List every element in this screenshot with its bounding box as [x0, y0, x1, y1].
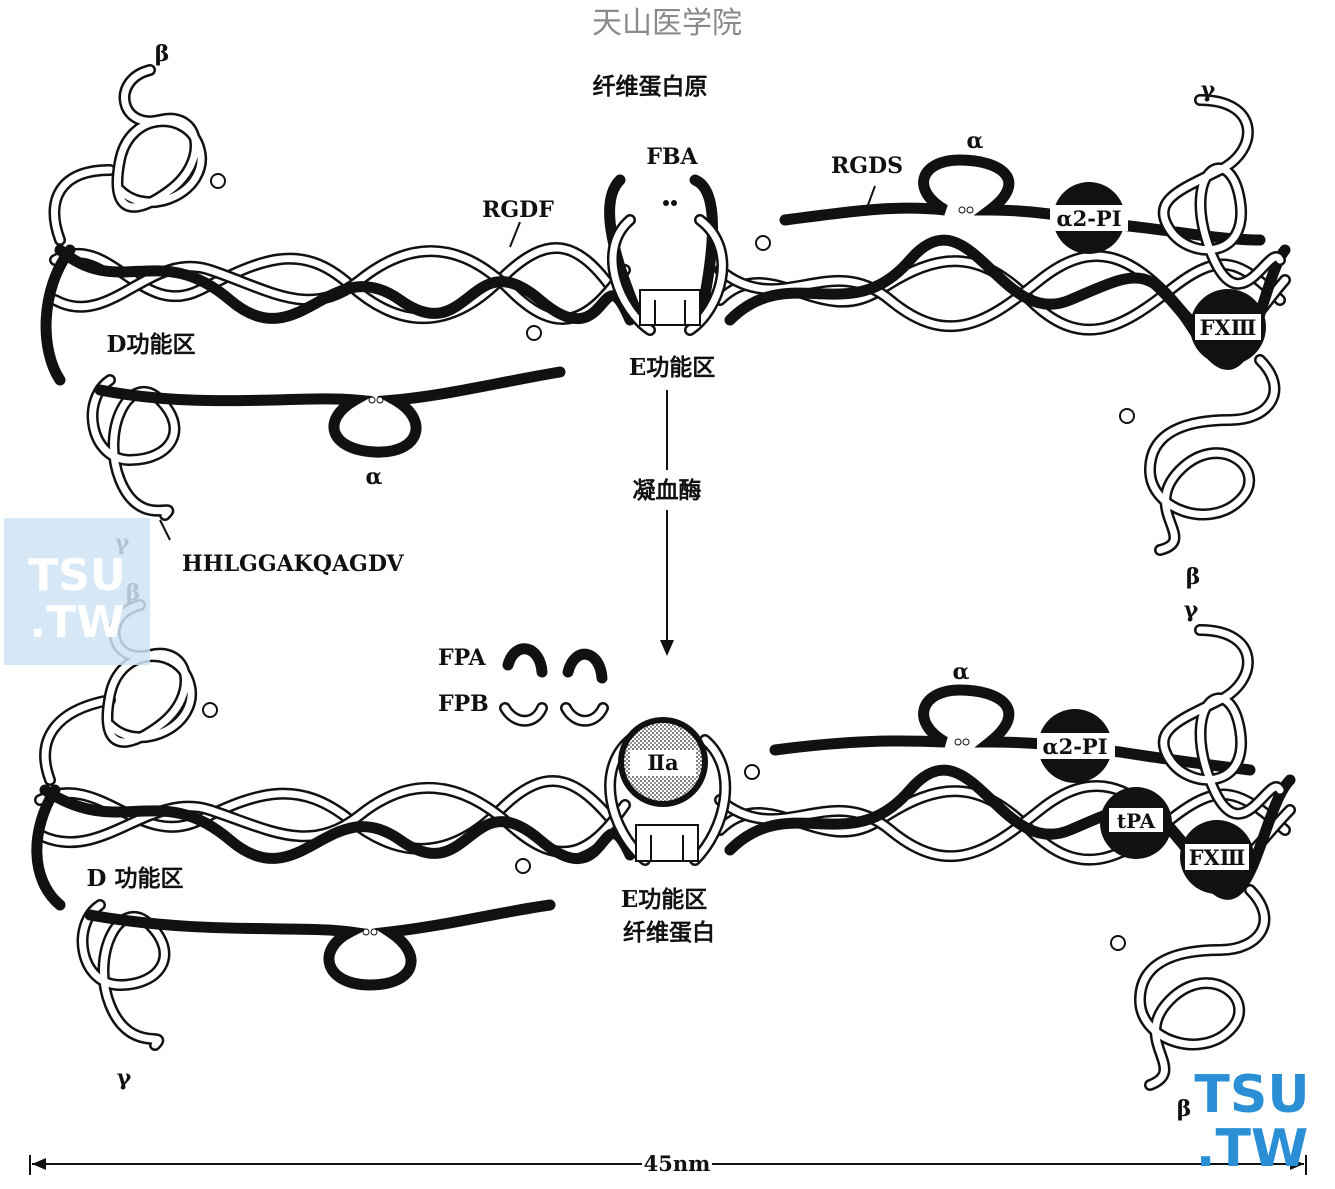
- fpa-label: FPA: [438, 645, 487, 671]
- logo-left-line2: .TW: [29, 597, 124, 648]
- scale-label: 45nm: [644, 1151, 711, 1176]
- top-gamma-right-label: γ: [1201, 77, 1216, 103]
- bottom-a2pi-label: α2-PI: [1042, 734, 1107, 759]
- iia-label: Ⅱa: [647, 750, 679, 775]
- top-alpha-chain-left: [94, 366, 566, 458]
- bottom-gamma-left-label: γ: [117, 1065, 132, 1091]
- top-alpha-left-label: α: [366, 464, 383, 490]
- bottom-right-beta-globule: [1110, 884, 1271, 1091]
- fibrin-molecule: [31, 599, 1296, 1091]
- tpa-label: tPA: [1117, 809, 1156, 833]
- peptide-label: HHLGGAKQAGDV: [182, 551, 405, 577]
- top-alpha-right-label: α: [967, 128, 984, 154]
- bottom-beta-right-label: β: [1177, 1096, 1192, 1122]
- logo-watermark-right: TSU .TW: [1194, 1065, 1309, 1179]
- top-fxiii-label: FⅩⅢ: [1200, 315, 1257, 340]
- fpa-fragment-2: [562, 648, 608, 684]
- top-beta-right-label: β: [1186, 564, 1201, 590]
- bottom-fxiii-label: FⅩⅢ: [1189, 845, 1246, 870]
- bottom-alpha-chain-right: [769, 684, 1256, 776]
- logo-left-line1: TSU: [28, 550, 125, 601]
- bottom-d-domain-label: D 功能区: [87, 865, 184, 892]
- bottom-alpha-label: α: [953, 659, 970, 685]
- bottom-gamma-right-label: γ: [1184, 597, 1199, 623]
- fba-label: FBA: [646, 144, 698, 170]
- top-alpha-chain-right: [779, 154, 1266, 246]
- top-e-domain-label: E功能区: [629, 354, 716, 381]
- thrombin-label: 凝血酶: [633, 477, 702, 504]
- fpb-label: FPB: [438, 691, 489, 717]
- top-right-gamma-globule: [1157, 94, 1286, 290]
- top-right-beta-globule: [1119, 354, 1281, 556]
- fibrin-label: 纤维蛋白: [623, 919, 715, 946]
- scale-bar: 45nm: [29, 1151, 1307, 1176]
- fibrinogen-molecule: [40, 64, 1291, 556]
- top-e-domain: [526, 174, 771, 341]
- bottom-right-gamma-globule: [1157, 624, 1286, 820]
- bottom-alpha-chain-left: [84, 899, 556, 991]
- bottom-coiled-coil: [34, 764, 1296, 900]
- rgds-label: RGDS: [831, 153, 903, 179]
- bottom-e-domain: [515, 717, 760, 874]
- logo-right-line2: .TW: [1196, 1119, 1309, 1179]
- top-d-domain-label: D功能区: [107, 331, 196, 358]
- watermark-top: 天山医学院: [592, 6, 742, 41]
- fpa-fragment-1: [502, 643, 548, 678]
- diagram-title: 纤维蛋白原: [593, 73, 708, 100]
- top-left-beta-globule: [111, 64, 226, 213]
- rgdf-label: RGDF: [482, 197, 554, 223]
- top-a2pi-label: α2-PI: [1056, 206, 1121, 231]
- bottom-e-domain-label: E功能区: [621, 886, 708, 913]
- top-beta-left-label: β: [155, 41, 170, 67]
- logo-watermark-left: TSU .TW: [4, 518, 150, 665]
- logo-right-line1: TSU: [1194, 1065, 1309, 1125]
- arrow-head: [660, 640, 674, 656]
